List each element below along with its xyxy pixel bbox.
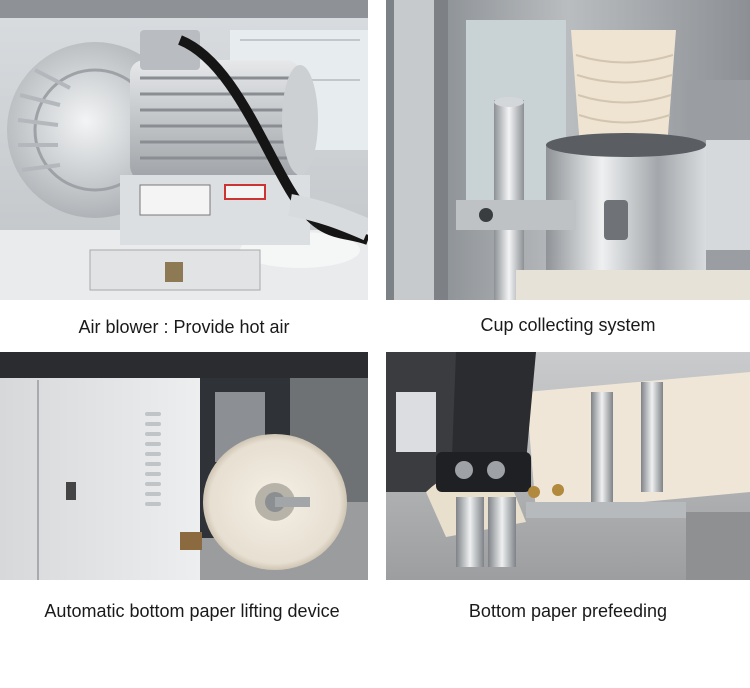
caption-air-blower: Air blower : Provide hot air <box>78 317 290 337</box>
caption-bottom-paper-prefeeding: Bottom paper prefeeding <box>468 601 668 621</box>
photo-bottom-paper-lifting-device <box>0 352 368 580</box>
caption-bottom-paper-lifting-device: Automatic bottom paper lifting device <box>44 601 340 621</box>
caption-cup-collecting-system: Cup collecting system <box>480 315 656 335</box>
photo-bottom-paper-prefeeding <box>386 352 750 580</box>
photo-cup-collecting-system <box>386 0 750 300</box>
photo-air-blower <box>0 0 368 300</box>
